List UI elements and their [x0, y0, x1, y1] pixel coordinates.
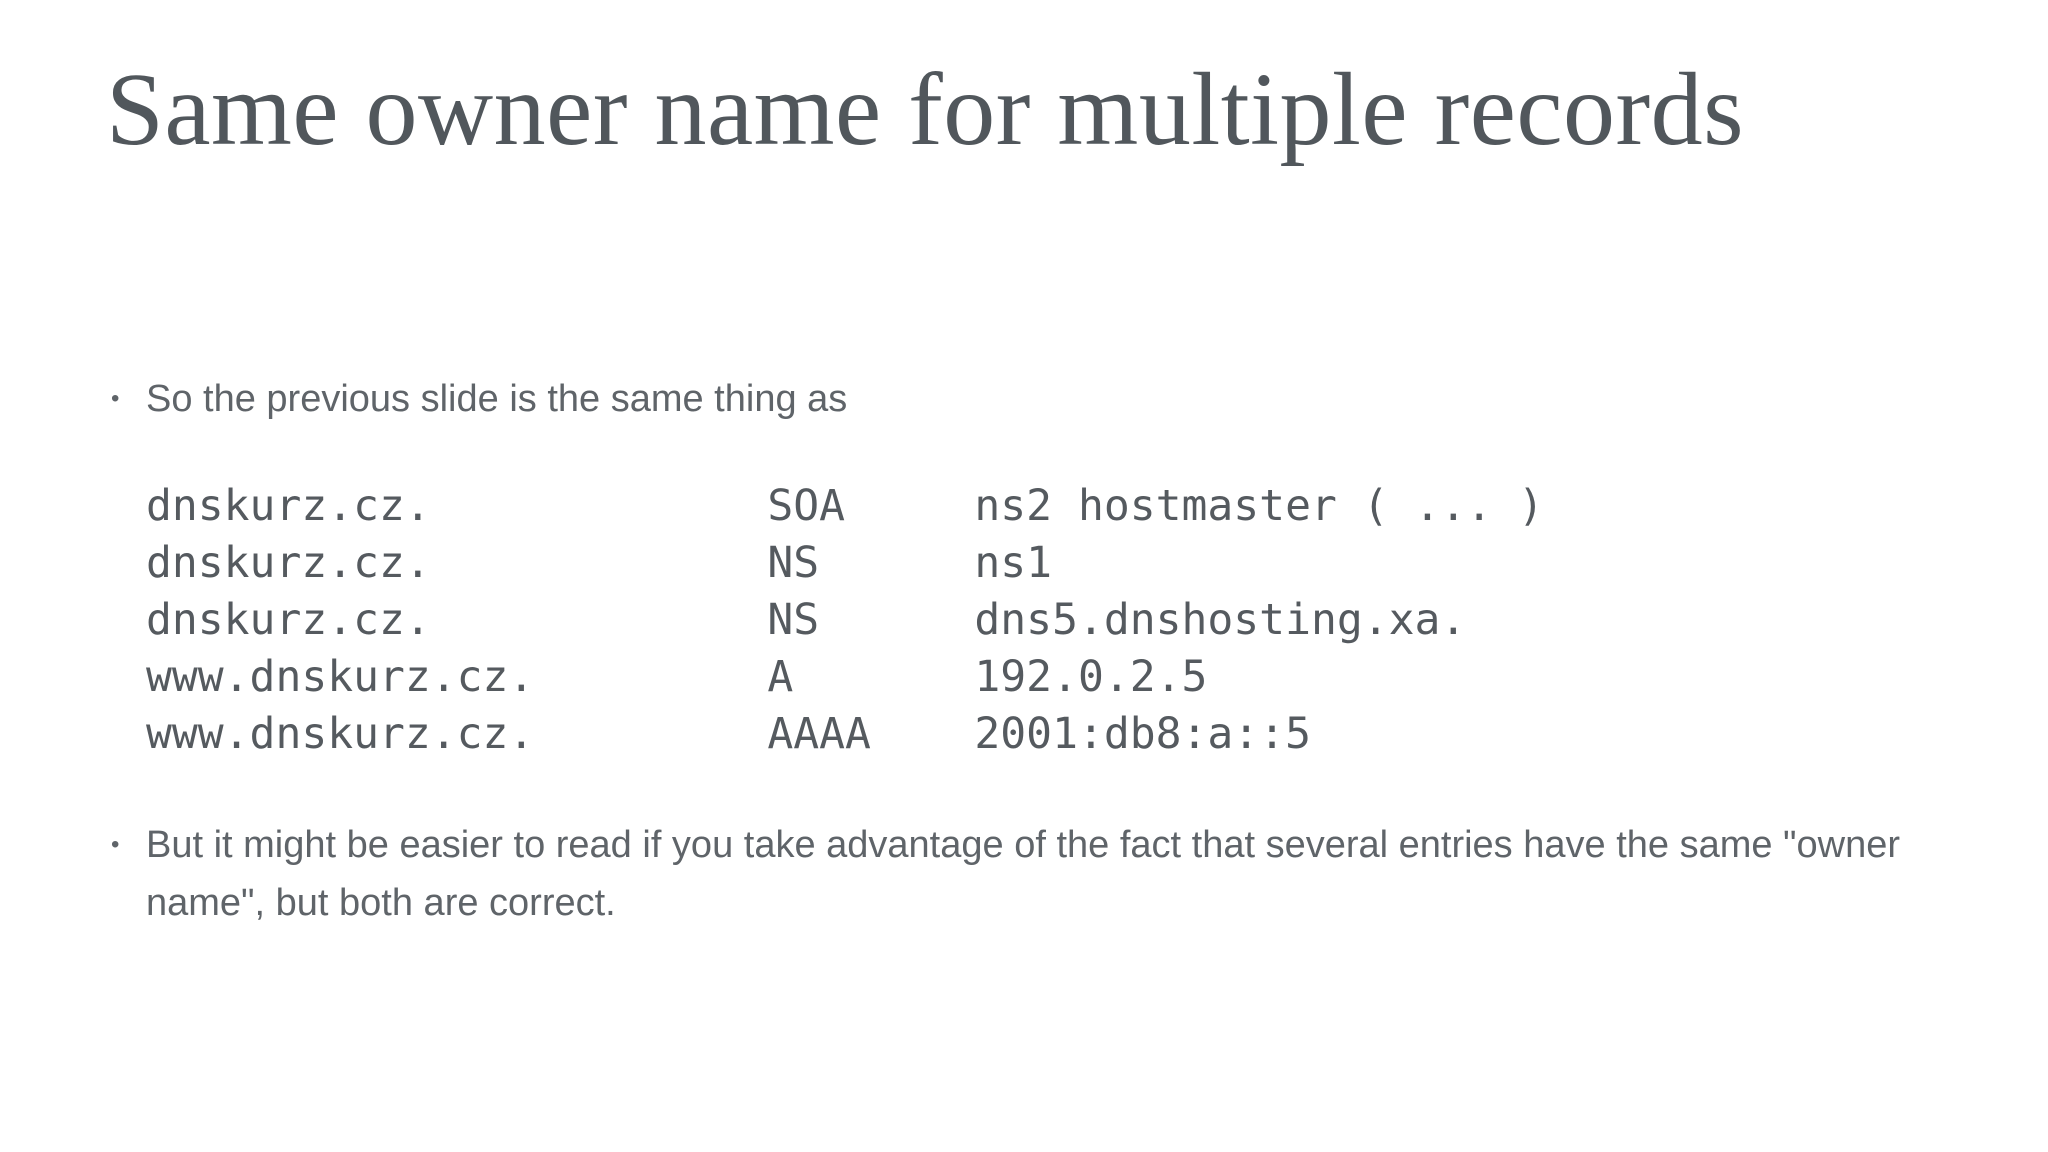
dns-owner-name: www.dnskurz.cz.: [146, 652, 535, 702]
bullet-icon: •: [111, 385, 120, 412]
dns-record-value: 2001:db8:a::5: [974, 709, 1311, 759]
bullet-item-intro: • So the previous slide is the same thin…: [106, 370, 847, 428]
dns-record-type: SOA: [767, 481, 845, 531]
dns-owner-name: www.dnskurz.cz.: [146, 709, 535, 759]
bullet-text-note: But it might be easier to read if you ta…: [146, 824, 1901, 924]
dns-record-row: www.dnskurz.cz. A 192.0.2.5: [146, 649, 1544, 706]
dns-records-block: dnskurz.cz. SOA ns2 hostmaster ( ... ) d…: [146, 478, 1544, 763]
dns-record-value: ns1: [974, 538, 1053, 588]
dns-record-type: NS: [767, 538, 820, 588]
dns-record-value: dns5.dnshosting.xa.: [974, 595, 1467, 645]
dns-record-type: AAAA: [767, 709, 871, 759]
dns-record-value: 192.0.2.5: [974, 652, 1208, 702]
dns-record-row: dnskurz.cz. SOA ns2 hostmaster ( ... ): [146, 478, 1544, 535]
bullet-text-intro: So the previous slide is the same thing …: [146, 378, 848, 420]
dns-record-type: NS: [767, 595, 820, 645]
dns-owner-name: dnskurz.cz.: [146, 481, 431, 531]
bullet-item-note: • But it might be easier to read if you …: [106, 816, 1946, 932]
dns-owner-name: dnskurz.cz.: [146, 595, 431, 645]
slide-title: Same owner name for multiple records: [106, 52, 1745, 167]
dns-record-row: www.dnskurz.cz. AAAA 2001:db8:a::5: [146, 706, 1544, 763]
dns-record-value: ns2 hostmaster ( ... ): [974, 481, 1544, 531]
dns-record-row: dnskurz.cz. NS ns1: [146, 535, 1544, 592]
dns-record-row: dnskurz.cz. NS dns5.dnshosting.xa.: [146, 592, 1544, 649]
bullet-icon: •: [111, 831, 120, 858]
dns-record-type: A: [767, 652, 794, 702]
dns-owner-name: dnskurz.cz.: [146, 538, 431, 588]
